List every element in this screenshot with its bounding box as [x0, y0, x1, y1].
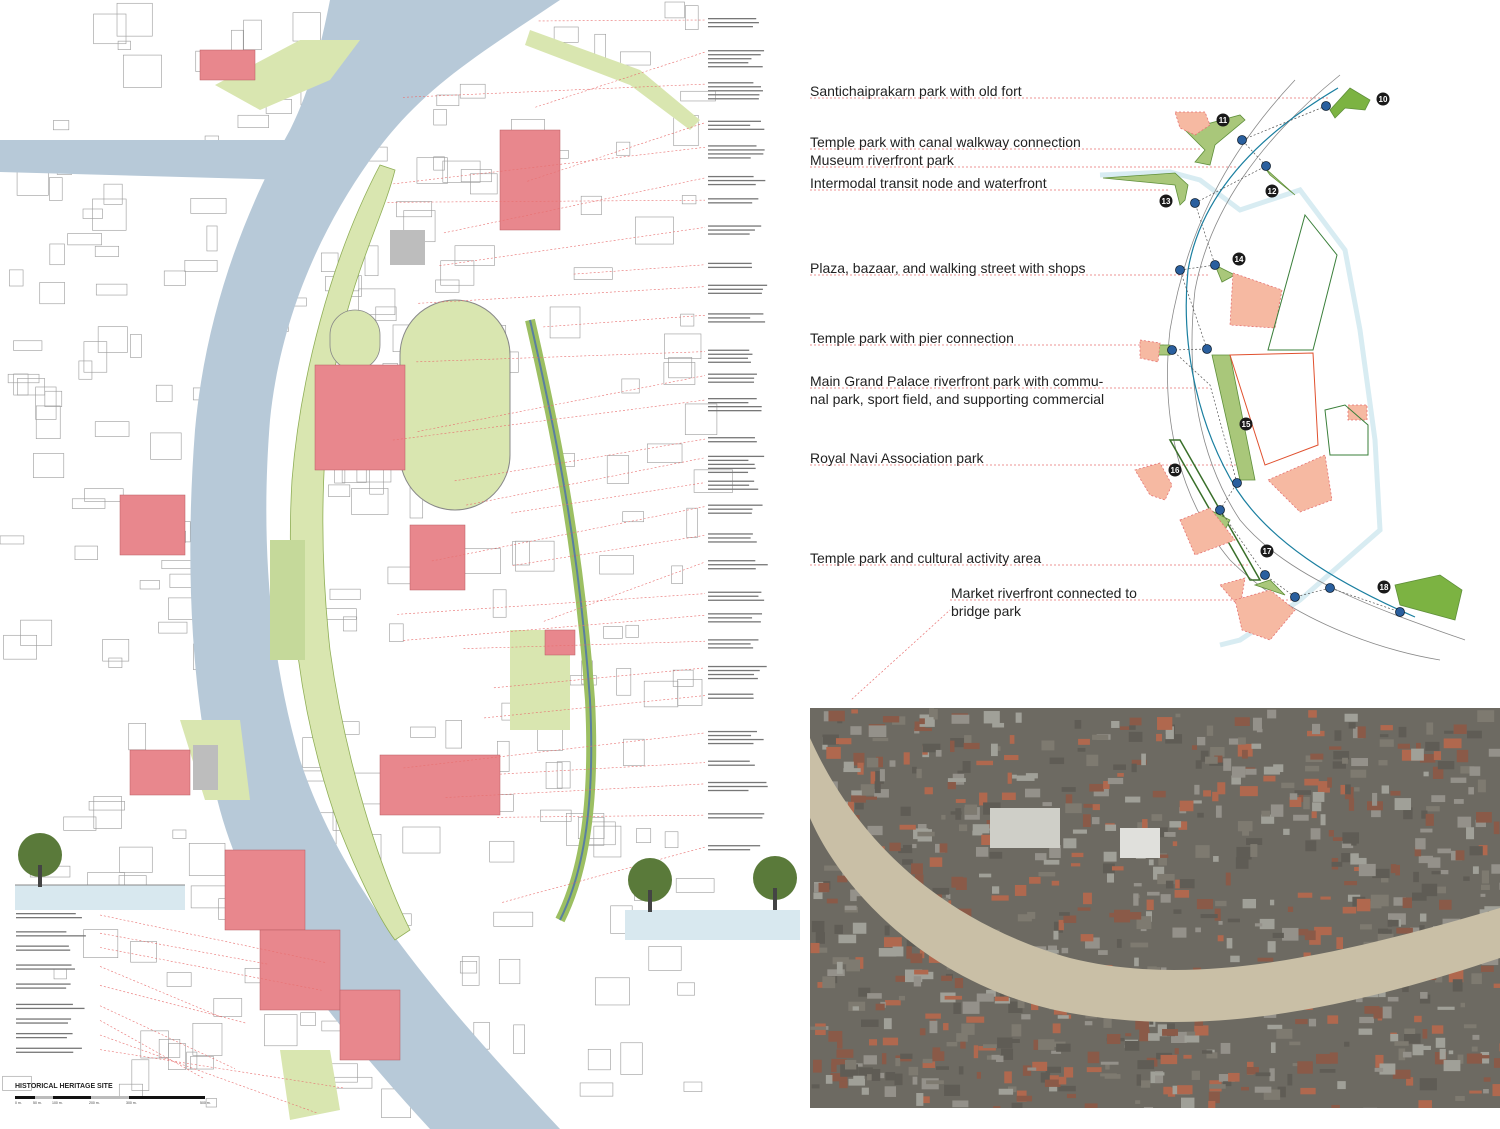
river-in-photo	[810, 738, 1500, 1022]
label-temple-canal: Temple park with canal walkway connectio…	[810, 134, 1081, 150]
svg-text:18: 18	[1380, 583, 1389, 592]
section-drawing-right	[625, 856, 800, 940]
scale-tick: 300 m.	[126, 1101, 137, 1105]
scale-tick: 500 m.	[200, 1101, 211, 1105]
label-temple-cultural: Temple park and cultural activity area	[810, 550, 1042, 566]
plan-title: HISTORICAL HERITAGE SITE	[15, 1083, 113, 1090]
label-museum: Museum riverfront park	[810, 152, 954, 168]
svg-text:15: 15	[1242, 420, 1251, 429]
scale-tick: 200 m.	[89, 1101, 100, 1105]
svg-text:10: 10	[1379, 95, 1388, 104]
transit-node	[1167, 345, 1177, 355]
label-market: Market riverfront connected to	[951, 585, 1137, 601]
development-outline	[1324, 404, 1369, 456]
label-grand-palace: Main Grand Palace riverfront park with c…	[810, 373, 1104, 389]
site-marker-12: 12	[1265, 184, 1279, 198]
canal	[0, 140, 300, 180]
development-areas	[1134, 111, 1368, 641]
waterway	[1099, 169, 1383, 648]
label-temple-pier: Temple park with pier connection	[810, 330, 1014, 346]
scale-bar	[15, 1096, 205, 1099]
site-marker-16: 16	[1168, 463, 1182, 477]
label-plaza: Plaza, bazaar, and walking street with s…	[810, 260, 1086, 276]
development-outline	[1267, 213, 1338, 351]
building-gray	[193, 745, 218, 790]
heritage-sites	[119, 49, 576, 1061]
transit-node	[1321, 101, 1331, 111]
racecourse-field	[399, 299, 511, 511]
transit-node	[1395, 607, 1405, 617]
park-areas	[1102, 87, 1463, 621]
site-marker-11: 11	[1216, 113, 1230, 127]
site-marker-10: 10	[1376, 92, 1390, 106]
node-connections	[1171, 105, 1401, 613]
park-south	[280, 1050, 340, 1120]
riverfront-park-west-top	[215, 40, 360, 110]
svg-text:12: 12	[1268, 187, 1277, 196]
scale-tick: 0 m.	[15, 1101, 22, 1105]
transit-node	[1290, 592, 1300, 602]
transit-nodes	[1167, 101, 1405, 617]
transit-node	[1261, 161, 1271, 171]
canal-park	[525, 30, 700, 130]
site-marker-15: 15	[1239, 417, 1253, 431]
site-marker-13: 13	[1159, 194, 1173, 208]
palace-outline	[1229, 352, 1319, 466]
label-santichaiprakarn: Santichaiprakarn park with old fort	[810, 83, 1022, 99]
park-block	[270, 540, 305, 660]
label-grand-palace-2: nal park, sport field, and supporting co…	[810, 391, 1105, 407]
site-marker-14: 14	[1232, 252, 1246, 266]
transit-node	[1237, 135, 1247, 145]
svg-text:13: 13	[1162, 197, 1171, 206]
canal-walkway	[529, 319, 593, 921]
transit-node	[1232, 478, 1242, 488]
river	[190, 0, 560, 1129]
svg-text:17: 17	[1263, 547, 1272, 556]
site-markers: 10 11 12 13 14 15 16 17 18	[1159, 92, 1391, 594]
transit-node	[1190, 198, 1200, 208]
transit-node	[1260, 570, 1270, 580]
building-gray	[390, 230, 425, 265]
river-route	[1185, 87, 1416, 618]
scale-tick: 50 m.	[33, 1101, 42, 1105]
svg-text:11: 11	[1219, 116, 1228, 125]
master-plan-map	[0, 0, 800, 1129]
road-line	[1167, 79, 1441, 661]
site-marker-18: 18	[1377, 580, 1391, 594]
transit-node	[1325, 583, 1335, 593]
svg-text:14: 14	[1235, 255, 1244, 264]
scale-tick: 100 m.	[52, 1101, 63, 1105]
annotation-text-blocks	[16, 18, 768, 1053]
aerial-photo	[810, 708, 1500, 1108]
label-market-2: bridge park	[951, 603, 1022, 619]
site-marker-17: 17	[1260, 544, 1274, 558]
section-drawing-left	[15, 833, 185, 910]
transit-node	[1210, 260, 1220, 270]
sports-oval	[329, 309, 381, 371]
annotation-leader-lines	[99, 19, 706, 1114]
label-intermodal: Intermodal transit node and waterfront	[810, 175, 1047, 191]
label-royal-navi: Royal Navi Association park	[810, 450, 984, 466]
svg-text:16: 16	[1171, 466, 1180, 475]
transit-node	[1215, 505, 1225, 515]
road-line	[1191, 74, 1466, 641]
transit-node	[1202, 344, 1212, 354]
transit-node	[1175, 265, 1185, 275]
